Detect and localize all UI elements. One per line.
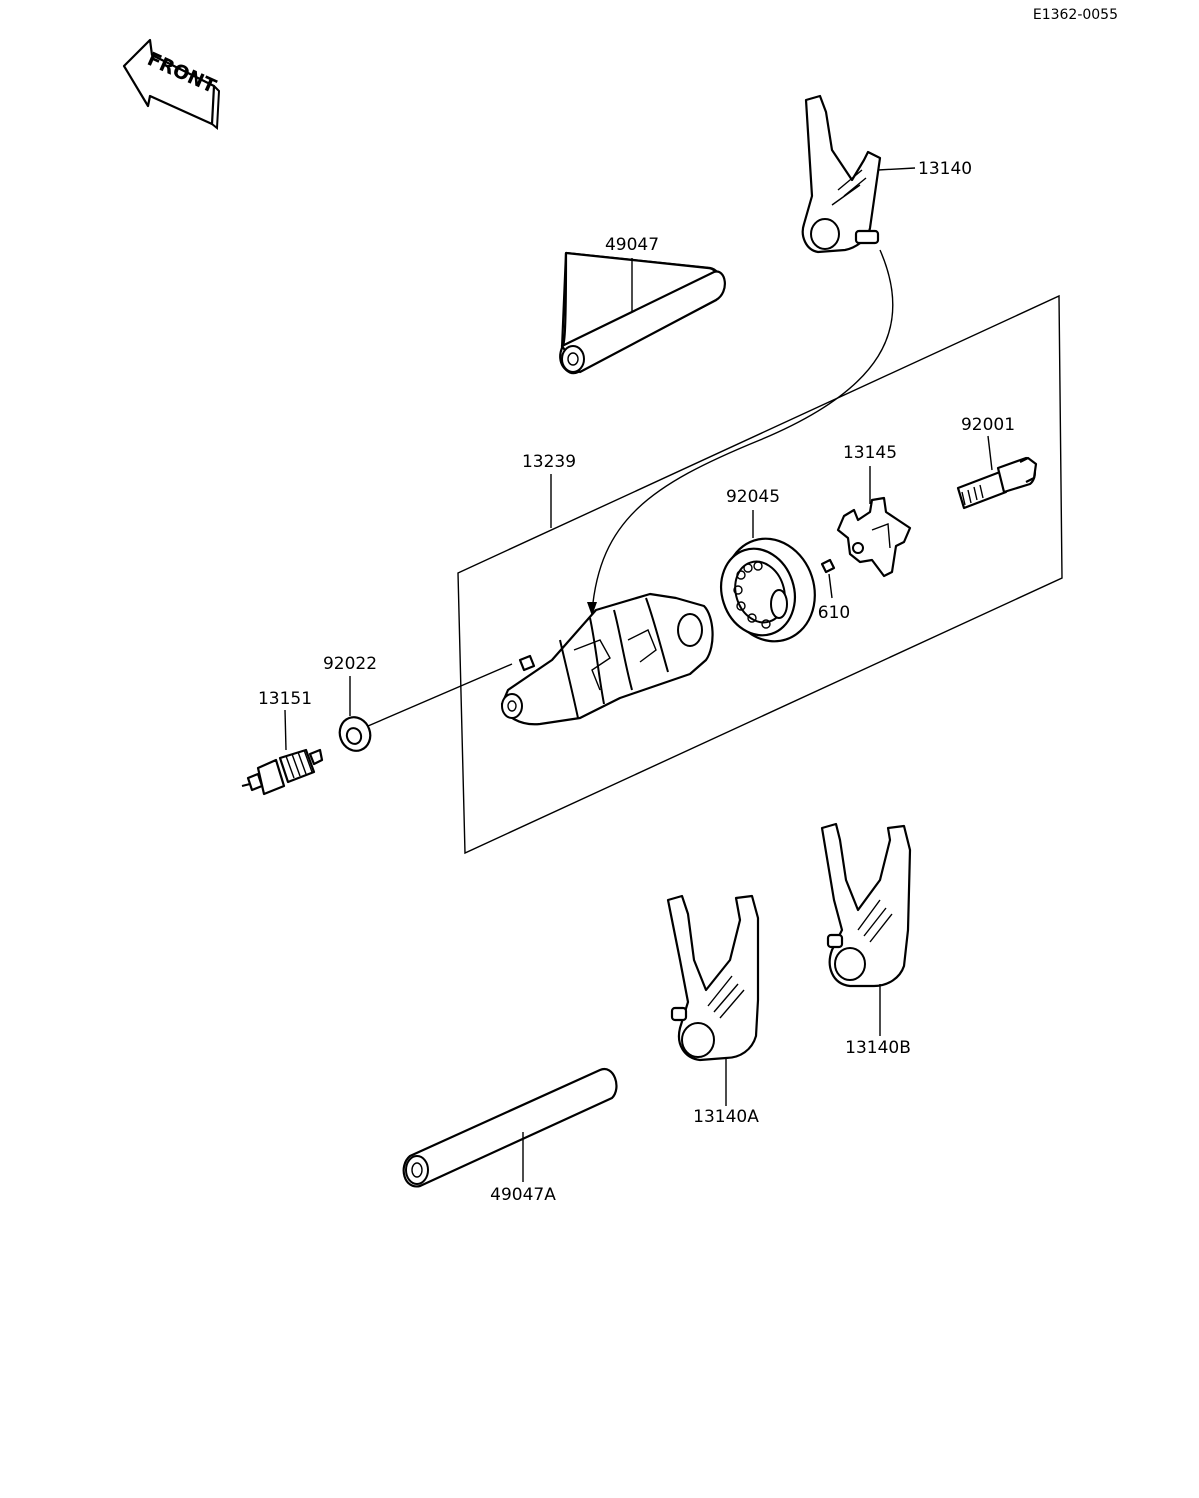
shift-fork-13140 bbox=[801, 94, 882, 254]
label-92001: 92001 bbox=[961, 415, 1015, 435]
assembly-box bbox=[457, 294, 1063, 855]
label-92022: 92022 bbox=[323, 654, 377, 674]
label-13140a: 13140A bbox=[693, 1107, 759, 1127]
label-13145: 13145 bbox=[843, 443, 897, 463]
label-49047a: 49047A bbox=[490, 1185, 556, 1205]
label-49047: 49047 bbox=[605, 235, 659, 255]
label-13140: 13140 bbox=[918, 159, 972, 179]
front-arrow-icon: FRONT bbox=[122, 38, 221, 130]
shaft-49047a bbox=[402, 1067, 618, 1188]
fork-to-drum-leader bbox=[591, 249, 894, 613]
shift-fork-13140b bbox=[820, 822, 912, 988]
washer-92022 bbox=[338, 716, 372, 752]
bolt-92001 bbox=[956, 456, 1038, 510]
pin-610 bbox=[820, 558, 836, 574]
shaft-49047 bbox=[559, 251, 726, 375]
shift-drum bbox=[500, 592, 714, 726]
shift-fork-13140a bbox=[666, 894, 760, 1062]
bearing-92045 bbox=[720, 537, 816, 643]
leader-arrowhead-icon bbox=[587, 602, 597, 616]
label-610: 610 bbox=[818, 603, 850, 623]
label-13140b: 13140B bbox=[845, 1038, 911, 1058]
label-92045: 92045 bbox=[726, 487, 780, 507]
switch-13151 bbox=[241, 748, 324, 796]
label-13151: 13151 bbox=[258, 689, 312, 709]
cam-plate-13145 bbox=[836, 496, 912, 578]
reference-code: E1362-0055 bbox=[1033, 7, 1118, 23]
label-13239: 13239 bbox=[522, 452, 576, 472]
